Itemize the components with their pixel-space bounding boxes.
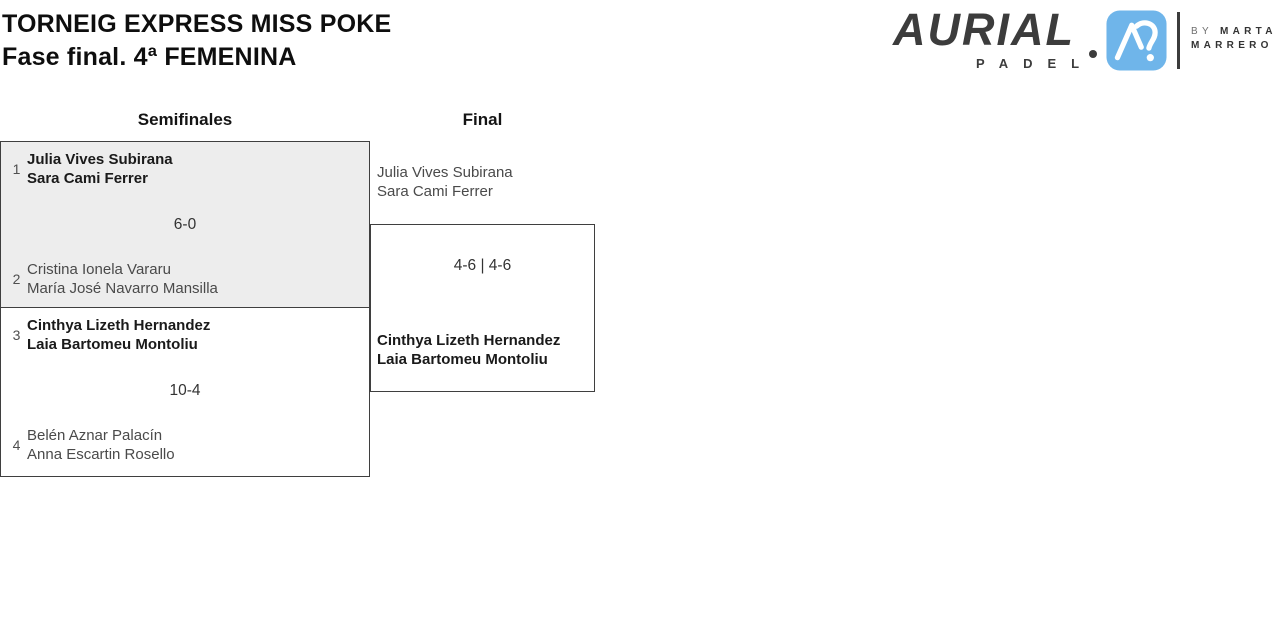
player-name: Julia Vives Subirana (27, 151, 173, 168)
final-team-1: Julia Vives Subirana Sara Cami Ferrer (377, 163, 513, 201)
player-name: Sara Cami Ferrer (27, 170, 148, 187)
page-title: TORNEIG EXPRESS MISS POKE Fase final. 4ª… (2, 8, 391, 74)
final-team-2: Cinthya Lizeth Hernandez Laia Bartomeu M… (377, 331, 560, 369)
player-name: Laia Bartomeu Montoliu (27, 336, 198, 353)
player-name: Cinthya Lizeth Hernandez (27, 317, 211, 334)
by-name-first: MARTA (1219, 26, 1277, 37)
aurial-brand-dot (1089, 50, 1097, 58)
final-match-box (370, 224, 595, 392)
semifinal-2-score: 10-4 (169, 382, 201, 399)
seed-number: 2 (12, 271, 21, 287)
player-name: María José Navarro Mansilla (27, 280, 218, 297)
logo-byline: BY MARTA MARRERO (1191, 25, 1277, 52)
seed-number: 3 (12, 327, 21, 343)
player-name: Laia Bartomeu Montoliu (377, 351, 548, 368)
seed-number: 4 (12, 437, 21, 453)
player-name: Anna Escartin Rosello (27, 446, 175, 463)
player-name: Sara Cami Ferrer (377, 183, 493, 200)
player-name: Cinthya Lizeth Hernandez (377, 332, 561, 349)
aurial-logo-icon (1106, 10, 1167, 71)
team-names: Cristina Ionela Vararu María José Navarr… (27, 260, 218, 298)
player-name: Julia Vives Subirana (377, 164, 513, 181)
page-title-line1: TORNEIG EXPRESS MISS POKE (2, 10, 392, 38)
byline-line1: BY MARTA (1191, 25, 1277, 39)
seed-number: 1 (12, 161, 21, 177)
page-title-line2: Fase final. 4ª FEMENINA (2, 43, 297, 71)
final-score: 4-6 | 4-6 (453, 257, 512, 274)
semifinal-1-team-1: 1 Julia Vives Subirana Sara Cami Ferrer (6, 150, 173, 188)
team-names: Cinthya Lizeth Hernandez Laia Bartomeu M… (27, 316, 210, 354)
by-name-last: MARRERO (1191, 39, 1273, 51)
aurial-brand-padel-label: PADEL (976, 56, 1095, 71)
semifinal-2-team-2: 4 Belén Aznar Palacín Anna Escartin Rose… (6, 426, 175, 464)
logo-divider (1177, 12, 1180, 69)
round-header-final: Final (462, 110, 503, 129)
semifinal-2-team-1: 3 Cinthya Lizeth Hernandez Laia Bartomeu… (6, 316, 211, 354)
player-name: Cristina Ionela Vararu (27, 261, 171, 278)
semifinal-2-match-box: 3 Cinthya Lizeth Hernandez Laia Bartomeu… (0, 307, 370, 477)
team-names: Belén Aznar Palacín Anna Escartin Rosell… (27, 426, 175, 464)
aurial-brand-wordmark: AURIAL (893, 4, 1075, 55)
by-label: BY (1191, 26, 1213, 37)
semifinal-1-team-2: 2 Cristina Ionela Vararu María José Nava… (6, 260, 218, 298)
semifinal-1-match-box: 1 Julia Vives Subirana Sara Cami Ferrer … (0, 141, 370, 308)
round-header-semifinals: Semifinales (137, 110, 233, 129)
player-name: Belén Aznar Palacín (27, 427, 163, 444)
semifinal-1-score: 6-0 (173, 216, 197, 233)
team-names: Julia Vives Subirana Sara Cami Ferrer (27, 150, 173, 188)
